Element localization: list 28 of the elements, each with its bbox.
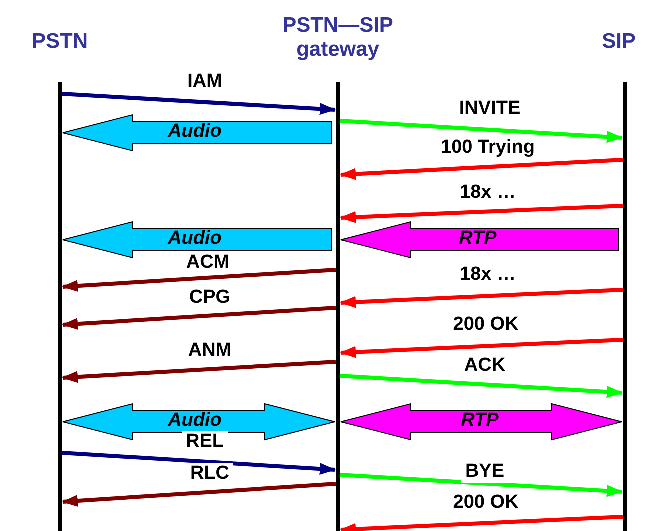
edge-label: RTP xyxy=(458,228,498,250)
message-arrow xyxy=(340,158,624,180)
block-arrow xyxy=(340,221,620,259)
message-arrow xyxy=(62,92,336,116)
message-arrow xyxy=(62,451,336,476)
participant-label: SIP xyxy=(601,30,637,54)
message-arrow xyxy=(62,306,336,330)
message-arrow xyxy=(62,360,336,384)
participant-label: PSTN—SIP gateway xyxy=(282,14,394,62)
block-arrow xyxy=(62,114,332,152)
block-arrow xyxy=(62,403,336,441)
message-arrow xyxy=(340,515,624,531)
message-arrow xyxy=(340,119,623,144)
edge-label: BYE xyxy=(461,461,509,483)
message-arrow xyxy=(340,338,624,358)
message-arrow xyxy=(62,482,336,507)
edge-label: Audio xyxy=(166,410,223,432)
message-arrow xyxy=(62,268,336,292)
block-arrow xyxy=(62,221,332,259)
edge-label: Audio xyxy=(166,121,223,143)
message-arrow xyxy=(340,204,624,224)
edge-label: RTP xyxy=(460,410,500,432)
message-arrow xyxy=(340,288,624,308)
participant-label: PSTN xyxy=(30,30,89,54)
edge-label: Audio xyxy=(166,228,223,250)
block-arrow xyxy=(340,403,622,441)
message-arrow xyxy=(340,473,623,498)
message-arrow xyxy=(340,374,623,398)
